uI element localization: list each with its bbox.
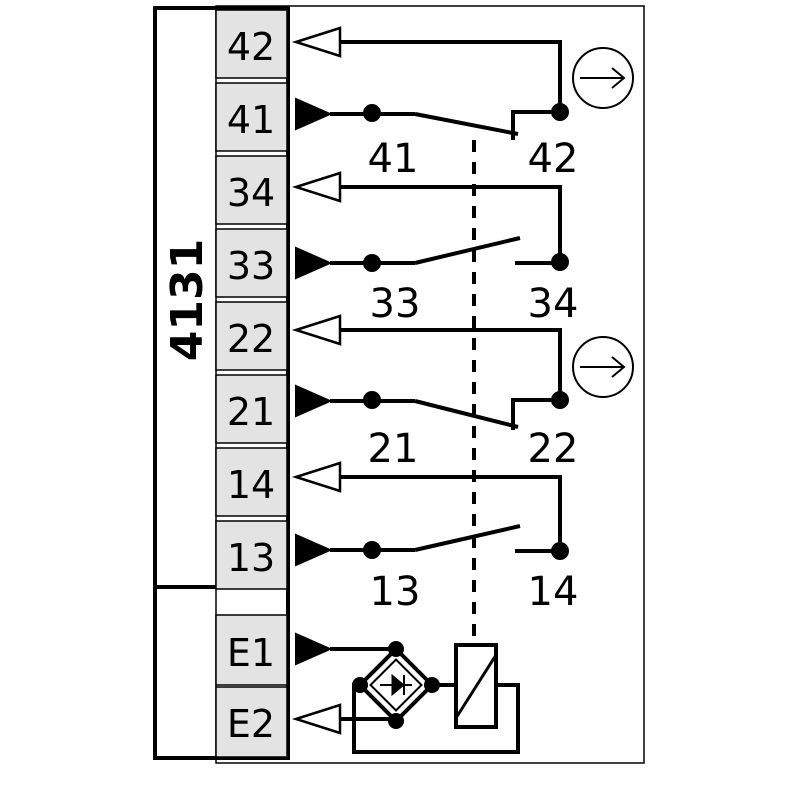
terminal-label: 13	[227, 536, 275, 580]
time-delay-arrow-icon	[572, 47, 634, 109]
terminal-e2[interactable]: E2	[215, 686, 288, 758]
contact-21-22: 21 22	[330, 328, 634, 472]
terminal-label: 41	[227, 98, 275, 142]
contact-label-right: 34	[528, 281, 579, 327]
terminal-label: E1	[227, 631, 275, 675]
filled-arrow-icon	[295, 533, 333, 567]
terminal-22[interactable]: 22	[215, 301, 288, 371]
terminal-label: 14	[227, 463, 275, 507]
open-arrow-icon	[291, 26, 342, 58]
filled-arrow-icon	[295, 632, 333, 666]
contact-label-left: 33	[370, 281, 421, 327]
module-outline	[153, 6, 290, 760]
contact-13-14: 13 14	[330, 475, 579, 615]
terminal-label: 34	[227, 171, 275, 215]
terminal-42[interactable]: 42	[215, 9, 288, 79]
contact-33-34: 33 34	[330, 185, 579, 327]
filled-arrow-icon	[295, 97, 333, 131]
open-arrow-icon	[291, 461, 342, 493]
terminal-13[interactable]: 13	[215, 520, 288, 590]
terminal-41[interactable]: 41	[215, 82, 288, 152]
filled-arrow-icon	[295, 246, 333, 280]
time-delay-arrow-icon	[572, 336, 634, 398]
module-number: 4131	[162, 239, 213, 361]
terminal-e1[interactable]: E1	[215, 614, 288, 686]
terminal-label: 42	[227, 25, 275, 69]
supply-circuit	[330, 641, 520, 754]
filled-arrow-icon	[295, 384, 333, 418]
terminal-strip: 42 41 34 33 22 21 14 13	[215, 9, 288, 758]
contact-label-right: 22	[528, 426, 579, 472]
terminal-label: 21	[227, 390, 275, 434]
contact-label-right: 42	[528, 136, 579, 182]
open-arrow-icon	[291, 171, 342, 203]
contact-label-left: 21	[368, 426, 419, 472]
contact-label-left: 41	[368, 136, 419, 182]
open-arrow-icon	[291, 703, 342, 735]
terminal-label: E2	[227, 702, 275, 746]
contact-label-right: 14	[528, 569, 579, 615]
terminal-33[interactable]: 33	[215, 228, 288, 298]
bridge-rectifier-icon	[352, 641, 440, 729]
terminal-21[interactable]: 21	[215, 374, 288, 444]
terminal-14[interactable]: 14	[215, 447, 288, 517]
terminal-label: 22	[227, 317, 275, 361]
contact-41-42: 41 42	[330, 40, 634, 182]
open-arrow-icon	[291, 314, 342, 346]
terminal-arrows	[291, 26, 342, 735]
relay-coil-icon	[454, 643, 498, 729]
terminal-34[interactable]: 34	[215, 155, 288, 225]
terminal-label: 33	[227, 244, 275, 288]
contact-label-left: 13	[370, 569, 421, 615]
